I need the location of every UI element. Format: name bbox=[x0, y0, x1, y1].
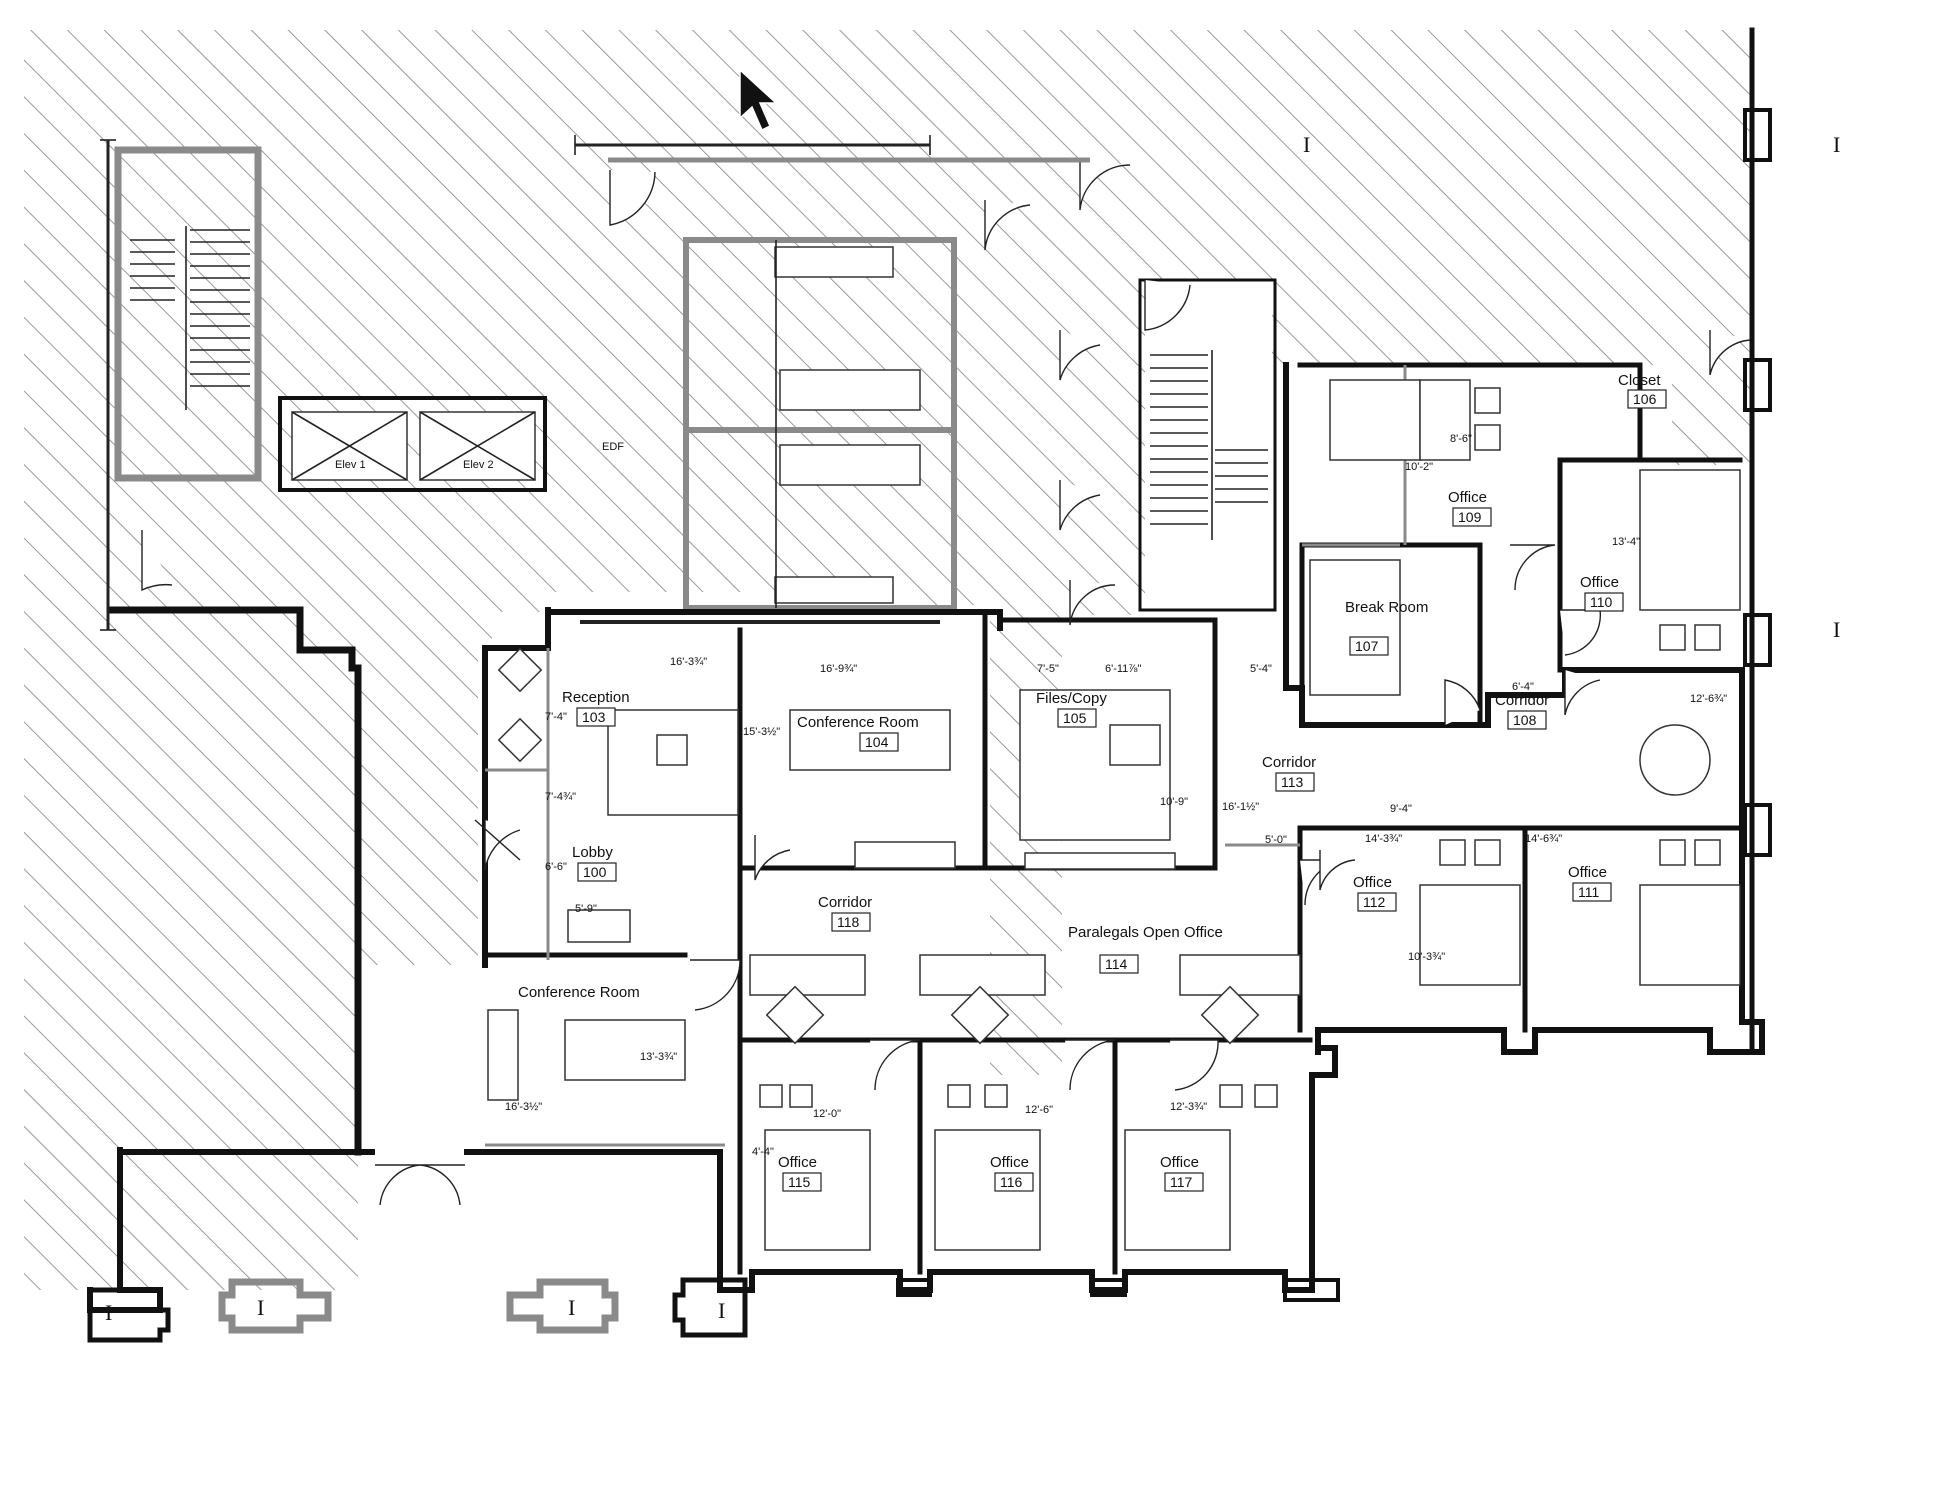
stair-left bbox=[130, 226, 250, 410]
elevator-label: Elev 2 bbox=[463, 459, 494, 471]
room-number: 109 bbox=[1458, 509, 1482, 525]
room-label: Office bbox=[990, 1154, 1029, 1171]
dimension: 7'-4¾" bbox=[545, 791, 576, 803]
room-label: Lobby bbox=[572, 844, 613, 861]
room-label: Office bbox=[1353, 874, 1392, 891]
dimension: 4'-4" bbox=[752, 1146, 774, 1158]
edf-label: EDF bbox=[602, 441, 624, 453]
dimension: 12'-3¾" bbox=[1170, 1101, 1207, 1113]
dimension: 7'-4" bbox=[545, 711, 567, 723]
dimension: 10'-3¾" bbox=[1408, 951, 1445, 963]
mouse-cursor-icon bbox=[739, 68, 778, 132]
elevator-label: Elev 1 bbox=[335, 459, 366, 471]
room-label: Corridor bbox=[818, 894, 872, 911]
room-number: 100 bbox=[583, 864, 607, 880]
dimension: 8'-6" bbox=[1450, 433, 1472, 445]
dimension: 5'-0" bbox=[1265, 834, 1287, 846]
room-label: Office bbox=[1160, 1154, 1199, 1171]
room-label: Reception bbox=[562, 689, 630, 706]
dimension: 10'-2" bbox=[1405, 461, 1433, 473]
room-label: Office bbox=[778, 1154, 817, 1171]
room-label: Corridor bbox=[1495, 692, 1549, 709]
room-label: Conference Room bbox=[518, 984, 640, 1001]
room-number: 108 bbox=[1513, 712, 1537, 728]
dimension: 14'-6¾" bbox=[1525, 833, 1562, 845]
dimension: 12'-6" bbox=[1025, 1104, 1053, 1116]
dimension: 10'-9" bbox=[1160, 796, 1188, 808]
room-number: 116 bbox=[1000, 1174, 1023, 1190]
stair-right bbox=[1150, 350, 1268, 540]
dimension: 6'-6" bbox=[545, 861, 567, 873]
building-core bbox=[114, 146, 1277, 612]
room-number: 112 bbox=[1363, 894, 1386, 910]
dimension: 14'-3¾" bbox=[1365, 833, 1402, 845]
dimension: 16'-1½" bbox=[1222, 801, 1259, 813]
column-marker: I bbox=[257, 1295, 264, 1320]
room-number: 103 bbox=[582, 709, 606, 725]
room-label: Office bbox=[1580, 574, 1619, 591]
room-number: 107 bbox=[1355, 638, 1379, 654]
room-label: Conference Room bbox=[797, 714, 919, 731]
dimension: 5'-9" bbox=[575, 903, 597, 915]
walls-exterior bbox=[87, 27, 1765, 1313]
room-label: Office bbox=[1448, 489, 1487, 506]
restrooms: EDF bbox=[602, 240, 954, 608]
column-marker: I bbox=[1303, 132, 1310, 157]
walls-light bbox=[485, 365, 1407, 1147]
dimension: 7'-5" bbox=[1037, 663, 1059, 675]
room-label: Corridor bbox=[1262, 754, 1316, 771]
dimension: 6'-11⅞" bbox=[1105, 663, 1141, 675]
room-label: Office bbox=[1568, 864, 1607, 881]
dimension: 16'-3¾" bbox=[670, 656, 707, 668]
hatched-area bbox=[24, 30, 1752, 1290]
room-number: 113 bbox=[1281, 774, 1304, 790]
room-number: 110 bbox=[1590, 594, 1613, 610]
room-number: 104 bbox=[865, 734, 889, 750]
dimension: 15'-3½" bbox=[743, 726, 780, 738]
room-number: 111 bbox=[1578, 884, 1599, 900]
dimension-labels: 16'-3¾" 16'-9¾" 15'-3½" 7'-5" 6'-11⅞" 5'… bbox=[505, 433, 1727, 1158]
doors bbox=[141, 160, 1751, 1206]
room-number: 117 bbox=[1170, 1174, 1193, 1190]
room-label: Break Room bbox=[1345, 599, 1428, 616]
room-label: Files/Copy bbox=[1036, 690, 1107, 707]
column-marker: I bbox=[718, 1298, 725, 1323]
room-number: 106 bbox=[1633, 391, 1657, 407]
column-marker: I bbox=[105, 1300, 112, 1325]
room-label: Paralegals Open Office bbox=[1068, 924, 1223, 941]
dimension: 5'-4" bbox=[1250, 663, 1272, 675]
column-marker: I bbox=[1833, 132, 1840, 157]
room-labels: Reception 103 Lobby 100 Conference Room … bbox=[518, 372, 1667, 1192]
dimension: 12'-0" bbox=[813, 1108, 841, 1120]
column-marker: I bbox=[1833, 617, 1840, 642]
elevators: Elev 1 Elev 2 bbox=[291, 411, 536, 481]
dimension: 16'-3½" bbox=[505, 1101, 542, 1113]
columns: I I I I I I I bbox=[87, 108, 1840, 1343]
dimension: 16'-9¾" bbox=[820, 663, 857, 675]
dimension: 12'-6¾" bbox=[1690, 693, 1727, 705]
dimension: 9'-4" bbox=[1390, 803, 1412, 815]
dimension: 13'-3¾" bbox=[640, 1051, 677, 1063]
dimension: 13'-4" bbox=[1612, 536, 1640, 548]
room-number: 105 bbox=[1063, 710, 1087, 726]
room-number: 118 bbox=[837, 914, 860, 930]
column-marker: I bbox=[568, 1295, 575, 1320]
dimension: 6'-4" bbox=[1512, 681, 1534, 693]
room-number: 114 bbox=[1105, 956, 1128, 972]
room-label: Closet bbox=[1618, 372, 1661, 389]
room-number: 115 bbox=[788, 1174, 811, 1190]
dimension-lines bbox=[100, 135, 1090, 631]
